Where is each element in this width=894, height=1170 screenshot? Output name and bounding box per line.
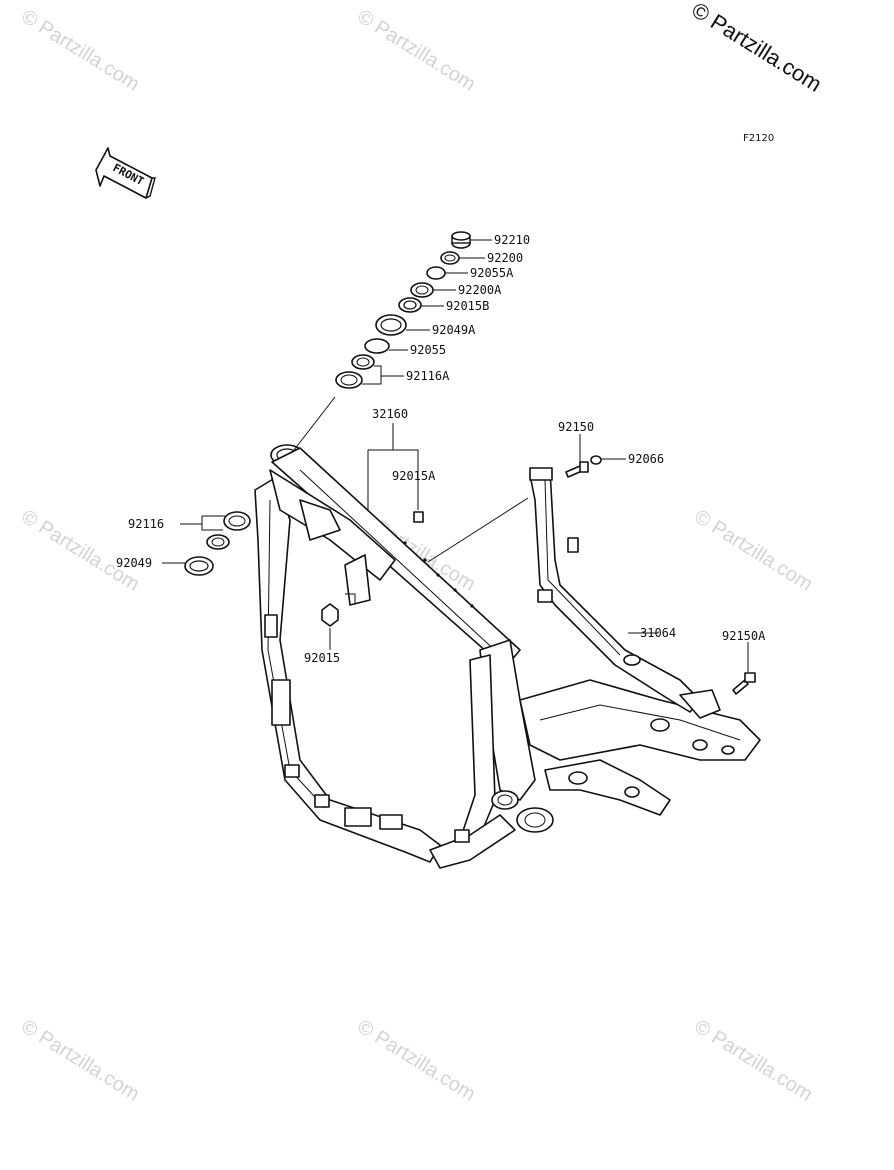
- bearing-92049A: [375, 314, 407, 336]
- label-92055: 92055: [410, 343, 446, 357]
- label-92055A: 92055A: [470, 266, 514, 280]
- watermark-1: © Partzilla.com: [17, 6, 143, 96]
- label-92150A: 92150A: [722, 629, 766, 643]
- watermark-7: © Partzilla.com: [353, 1016, 479, 1106]
- watermark-6: © Partzilla.com: [17, 1016, 143, 1106]
- lower-bearing-parts: [184, 511, 251, 576]
- washer-92200: [440, 251, 460, 265]
- label-92116A: 92116A: [406, 369, 450, 383]
- rear-subframe-31064: [529, 455, 756, 719]
- main-frame: [254, 444, 761, 869]
- nut-92015B: [398, 297, 422, 313]
- race-92116A-upper: [351, 354, 375, 370]
- label-92200: 92200: [487, 251, 523, 265]
- label-92066: 92066: [628, 452, 664, 466]
- label-92116: 92116: [128, 517, 164, 531]
- ring-92055: [364, 338, 390, 354]
- watermark-5: © Partzilla.com: [690, 506, 816, 596]
- diagram-code: F2120: [743, 133, 774, 144]
- stem-nut-92210: [451, 231, 471, 249]
- label-31064: 31064: [640, 626, 676, 640]
- watermark-2: © Partzilla.com: [353, 6, 479, 96]
- front-arrow-icon: FRONT: [95, 147, 156, 199]
- label-92015A: 92015A: [392, 469, 436, 483]
- leader-lines: [162, 239, 749, 672]
- steering-bearing-stack: [335, 231, 471, 389]
- ring-92055A: [426, 266, 446, 280]
- label-32160: 32160: [372, 407, 408, 421]
- label-92150: 92150: [558, 420, 594, 434]
- watermark-8: © Partzilla.com: [690, 1016, 816, 1106]
- label-92200A: 92200A: [458, 283, 502, 297]
- label-92015: 92015: [304, 651, 340, 665]
- part-labels: 92210 92200 92055A 92200A 92015B 92049A …: [116, 233, 766, 665]
- race-92116A-lower: [335, 371, 363, 389]
- label-92015B: 92015B: [446, 299, 489, 313]
- washer-92200A: [410, 282, 434, 298]
- label-92049A: 92049A: [432, 323, 476, 337]
- label-92210: 92210: [494, 233, 530, 247]
- watermark-3: © Partzilla.com: [17, 506, 143, 596]
- label-92049: 92049: [116, 556, 152, 570]
- copyright-notice: © Partzilla.com: [687, 0, 826, 97]
